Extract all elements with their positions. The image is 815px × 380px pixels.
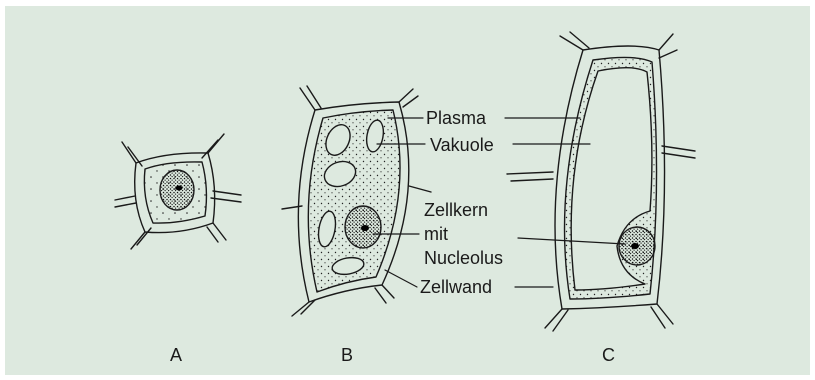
label-plasma: Plasma <box>426 108 487 128</box>
label-vakuole: Vakuole <box>430 135 494 155</box>
label-zellwand: Zellwand <box>420 277 492 297</box>
cell-c <box>507 32 695 331</box>
diagram-panel: Plasma Vakuole Zellkern mit Nucleolus Ze… <box>5 6 810 375</box>
label-nucleolus: Nucleolus <box>424 248 503 268</box>
label-zellkern: Zellkern <box>424 200 488 220</box>
plant-cell-diagram: Plasma Vakuole Zellkern mit Nucleolus Ze… <box>5 6 810 375</box>
cell-a <box>115 134 241 249</box>
caption-c: C <box>602 345 615 365</box>
caption-a: A <box>170 345 182 365</box>
caption-b: B <box>341 345 353 365</box>
label-mit: mit <box>424 224 448 244</box>
cell-b <box>282 86 431 316</box>
